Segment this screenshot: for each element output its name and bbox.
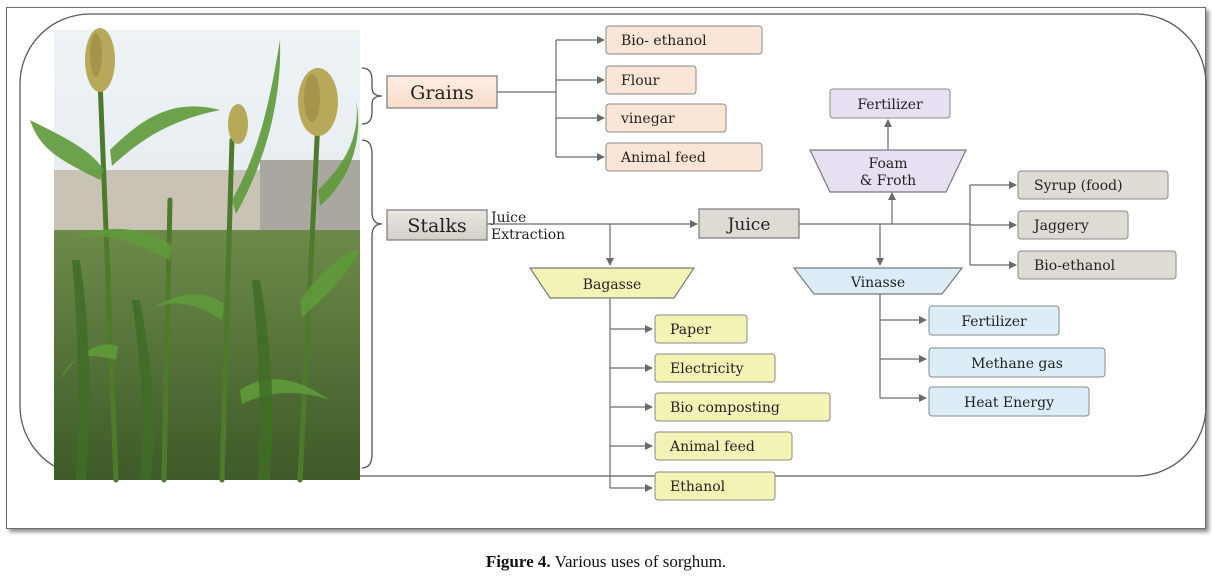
grains-brace xyxy=(361,67,383,125)
sorghum-plant-image xyxy=(30,28,360,483)
foam-froth-box xyxy=(809,149,967,193)
juice-product-box xyxy=(1017,250,1177,280)
vinasse-product-box xyxy=(928,347,1106,378)
grain-product-box xyxy=(605,25,763,55)
figure-caption-text: Various uses of sorghum. xyxy=(550,552,727,571)
grain-product-bioethanol: Bio- ethanol xyxy=(621,33,707,49)
bagasse-product-box xyxy=(654,353,776,383)
bagasse-label: Bagasse xyxy=(583,277,642,293)
grain-product-animal-feed: Animal feed xyxy=(620,150,706,166)
bagasse-product-bio-composting: Bio composting xyxy=(670,400,780,416)
figure-caption: Figure 4. Various uses of sorghum. xyxy=(0,552,1212,572)
vinasse-label: Vinasse xyxy=(850,275,905,291)
sorghum-uses-diagram: Grains Bio- ethanol Flour vinegar Animal… xyxy=(19,13,1207,501)
grain-product-flour: Flour xyxy=(621,73,660,89)
juice-product-box xyxy=(1017,210,1129,240)
juice-extraction-label-2: Extraction xyxy=(491,227,565,243)
grain-product-box xyxy=(605,103,727,133)
grain-product-box xyxy=(605,65,697,95)
bagasse-product-animal-feed: Animal feed xyxy=(669,439,755,455)
bagasse-product-electricity: Electricity xyxy=(670,361,744,377)
bagasse-box xyxy=(528,267,696,299)
foam-fertilizer-box xyxy=(829,88,951,119)
vinasse-product-box xyxy=(928,305,1060,336)
figure-caption-label: Figure 4. xyxy=(485,552,551,571)
grain-product-vinegar: vinegar xyxy=(620,111,675,127)
vinasse-product-heat-energy: Heat Energy xyxy=(964,395,1054,411)
juice-extraction-label-1: Juice xyxy=(489,210,526,226)
vinasse-product-methane: Methane gas xyxy=(971,356,1063,372)
juice-box xyxy=(698,208,800,239)
bagasse-product-box xyxy=(654,471,776,501)
juice-label: Juice xyxy=(726,215,771,235)
juice-product-box xyxy=(1017,170,1169,200)
foam-label-2: & Froth xyxy=(860,173,916,189)
stalks-box xyxy=(386,209,488,241)
vinasse-product-box xyxy=(928,386,1090,417)
juice-product-bioethanol: Bio-ethanol xyxy=(1034,258,1116,274)
vinasse-product-fertilizer: Fertilizer xyxy=(961,314,1027,330)
foam-fertilizer-label: Fertilizer xyxy=(857,97,923,113)
grains-label: Grains xyxy=(410,82,474,104)
foam-label-1: Foam xyxy=(869,156,908,172)
bagasse-product-box xyxy=(654,392,831,422)
stalks-label: Stalks xyxy=(407,215,466,237)
bagasse-product-paper: Paper xyxy=(670,322,711,338)
bagasse-product-ethanol: Ethanol xyxy=(670,479,726,495)
stalks-brace xyxy=(361,139,383,469)
vinasse-box xyxy=(792,267,964,295)
grain-product-box xyxy=(605,142,763,172)
juice-product-jaggery: Jaggery xyxy=(1032,218,1089,234)
bagasse-product-box xyxy=(654,431,793,461)
diagram-outline xyxy=(19,13,1207,477)
juice-product-syrup: Syrup (food) xyxy=(1034,178,1123,194)
bagasse-product-box xyxy=(654,314,748,344)
